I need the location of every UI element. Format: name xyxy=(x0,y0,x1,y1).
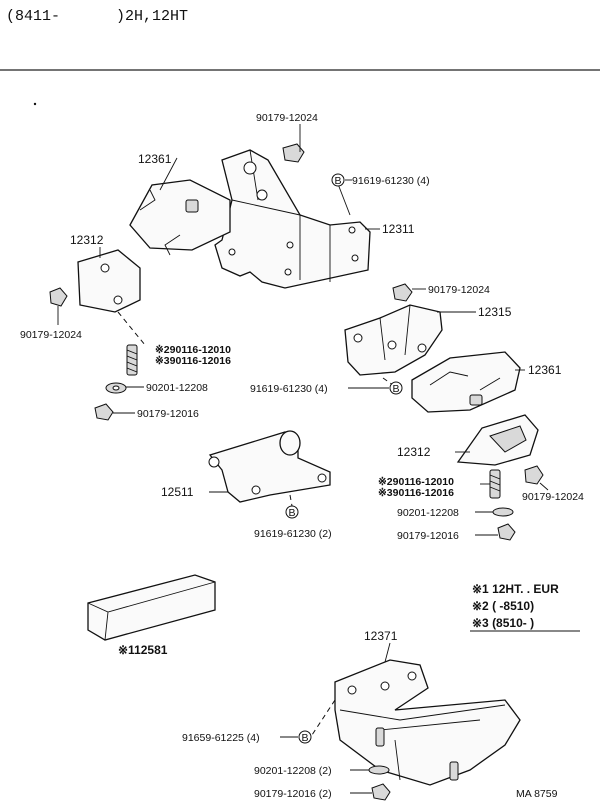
rear-mount-12371-drawing xyxy=(334,659,521,786)
mount-12511-drawing xyxy=(208,430,331,503)
label-12361-top: 12361 xyxy=(138,152,172,166)
label-90179-12024-left: 90179-12024 xyxy=(20,329,82,341)
label-90179-12016-left: 90179-12016 xyxy=(137,408,199,420)
header-code: (8411- xyxy=(6,8,60,25)
label-90179-12024-right: 90179-12024 xyxy=(522,491,584,503)
bracket-12312-right-drawing xyxy=(456,414,539,466)
legend-row-3: ※3 (8510- ) xyxy=(472,616,534,630)
speck xyxy=(33,102,37,106)
label-90116-12010-left: ※290116-12010 xyxy=(155,344,231,356)
label-12371: 12371 xyxy=(364,629,398,643)
leader-lines xyxy=(57,157,549,794)
label-90179-12024-top: 90179-12024 xyxy=(256,112,318,124)
label-12511: 12511 xyxy=(161,485,194,499)
nut-bottom-drawing xyxy=(371,783,391,801)
b-marker-12511: B xyxy=(285,505,299,519)
washer-bottom-drawing xyxy=(368,765,390,775)
legend-row-2: ※2 ( -8510) xyxy=(472,599,534,613)
label-90201-12208-left: 90201-12208 xyxy=(146,382,208,394)
nut-top-drawing xyxy=(282,143,305,163)
bracket-12361-top-drawing xyxy=(129,179,231,256)
stud-right-drawing xyxy=(489,469,501,499)
nut-right-lower-drawing xyxy=(497,523,516,541)
stud-left-drawing xyxy=(126,344,138,376)
legend-box: ※1 12HT. . EUR ※2 ( -8510) ※3 (8510- ) xyxy=(470,582,580,632)
label-90179-12016-right: 90179-12016 xyxy=(397,530,459,542)
label-90201-12208-right: 90201-12208 xyxy=(397,507,459,519)
nut-left-drawing xyxy=(49,287,68,307)
label-90179-12024-mid: 90179-12024 xyxy=(428,284,490,296)
bracket-12312-left-drawing xyxy=(77,249,141,313)
label-12581: ※112581 xyxy=(118,643,168,657)
legend-row-1: ※1 12HT. . EUR xyxy=(472,582,559,596)
block-12581-drawing xyxy=(87,574,216,641)
label-90116-12010-right: ※290116-12010 xyxy=(378,476,454,488)
svg-text:B: B xyxy=(302,732,309,744)
label-90116-12016-left: ※390116-12016 xyxy=(155,355,231,367)
label-90179-12016-bottom: 90179-12016 (2) xyxy=(254,788,332,800)
svg-text:B: B xyxy=(289,507,296,519)
label-12312-left: 12312 xyxy=(70,233,104,247)
label-90201-12208-bottom: 90201-12208 (2) xyxy=(254,765,332,777)
nut-mid-drawing xyxy=(392,283,413,302)
washer-right-drawing xyxy=(492,507,514,517)
b-marker-mid: B xyxy=(389,381,403,395)
label-12315: 12315 xyxy=(478,305,512,319)
label-91619-61230-2: 91619-61230 (2) xyxy=(254,528,332,540)
b-marker-top: B xyxy=(331,173,345,187)
nut-right-drawing xyxy=(524,465,544,485)
label-12311: 12311 xyxy=(382,222,415,236)
label-90116-12016-right: ※390116-12016 xyxy=(378,487,454,499)
footer-ref: MA 8759 xyxy=(516,788,558,800)
label-91619-61230-4-mid: 91619-61230 (4) xyxy=(250,383,328,395)
label-12312-right: 12312 xyxy=(397,445,431,459)
b-marker-bottom: B xyxy=(298,730,312,744)
label-12361-right: 12361 xyxy=(528,363,562,377)
svg-text:B: B xyxy=(393,383,400,395)
mount-12315-drawing xyxy=(344,304,443,376)
label-91619-61230-4-top: 91619-61230 (4) xyxy=(352,175,430,187)
crossmember-12311-drawing xyxy=(214,149,371,289)
label-91659-61225-4: 91659-61225 (4) xyxy=(182,732,260,744)
svg-text:B: B xyxy=(335,175,342,187)
header-models: )2H,12HT xyxy=(116,8,188,25)
bracket-12361-right-drawing xyxy=(411,351,521,413)
nut-left-lower-drawing xyxy=(94,403,114,421)
